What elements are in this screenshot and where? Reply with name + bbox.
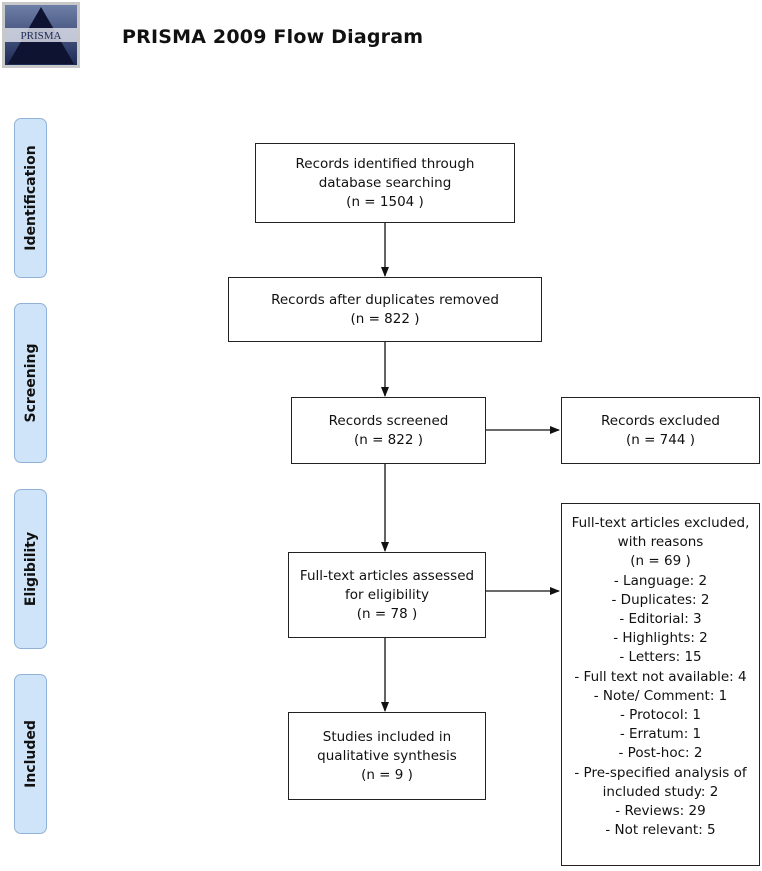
box-text: Records after duplicates removed [271, 291, 499, 308]
box-text: Records excluded [601, 412, 720, 429]
exclusion-line: - Reviews: 29 [615, 803, 706, 820]
box-text: database searching [318, 174, 452, 191]
logo-text: PRISMA [21, 30, 62, 42]
exclusion-line: - Full text not available: 4 [574, 668, 747, 685]
stage-eligibility: Eligibility [14, 489, 47, 649]
prisma-logo: PRISMA [2, 2, 80, 68]
box-studies-included: Studies included in qualitative synthesi… [288, 712, 486, 800]
exclusion-line: - Language: 2 [613, 572, 708, 589]
box-text: Full-text articles assessed [299, 567, 475, 584]
stage-identification: Identification [14, 118, 47, 278]
diagram-title: PRISMA 2009 Flow Diagram [122, 26, 424, 48]
exclusion-line: - Not relevant: 5 [605, 822, 716, 839]
exclusion-line: - Pre-specified analysis of [574, 764, 747, 781]
exclusion-line: (n = 69 ) [630, 553, 691, 570]
exclusion-line: Full-text articles excluded, [571, 515, 750, 531]
exclusion-line: - Note/ Comment: 1 [593, 687, 728, 704]
exclusion-line: - Duplicates: 2 [611, 591, 710, 608]
exclusion-line: - Editorial: 3 [619, 611, 702, 628]
box-records-excluded: Records excluded (n = 744 ) [561, 397, 760, 464]
stage-screening: Screening [14, 303, 47, 463]
box-text: Records identified through [295, 155, 475, 172]
box-count: (n = 822 ) [353, 431, 424, 448]
stage-included: Included [14, 674, 47, 834]
box-text: qualitative synthesis [317, 747, 457, 764]
exclusion-line: included study: 2 [602, 783, 719, 800]
box-text: Studies included in [322, 728, 452, 745]
exclusion-line: - Post-hoc: 2 [618, 745, 703, 762]
box-count: (n = 822 ) [350, 310, 420, 327]
exclusion-line: - Letters: 15 [619, 649, 702, 666]
box-records-after-duplicates: Records after duplicates removed (n = 82… [228, 277, 542, 342]
box-text: Records screened [328, 412, 449, 429]
box-records-identified: Records identified through database sear… [255, 143, 515, 223]
box-fulltext-excluded: Full-text articles excluded, with reason… [561, 503, 760, 866]
box-count: (n = 744 ) [625, 431, 696, 448]
exclusion-line: - Highlights: 2 [613, 630, 708, 647]
box-text: for eligibility [344, 586, 430, 603]
exclusion-line: with reasons [617, 534, 704, 551]
exclusion-line: - Protocol: 1 [620, 707, 701, 724]
box-records-screened: Records screened (n = 822 ) [291, 397, 486, 464]
box-count: (n = 9 ) [361, 766, 413, 783]
box-count: (n = 1504 ) [346, 193, 424, 210]
box-fulltext-assessed: Full-text articles assessed for eligibil… [288, 552, 486, 638]
box-count: (n = 78 ) [356, 605, 418, 622]
exclusion-line: - Erratum: 1 [619, 726, 702, 743]
